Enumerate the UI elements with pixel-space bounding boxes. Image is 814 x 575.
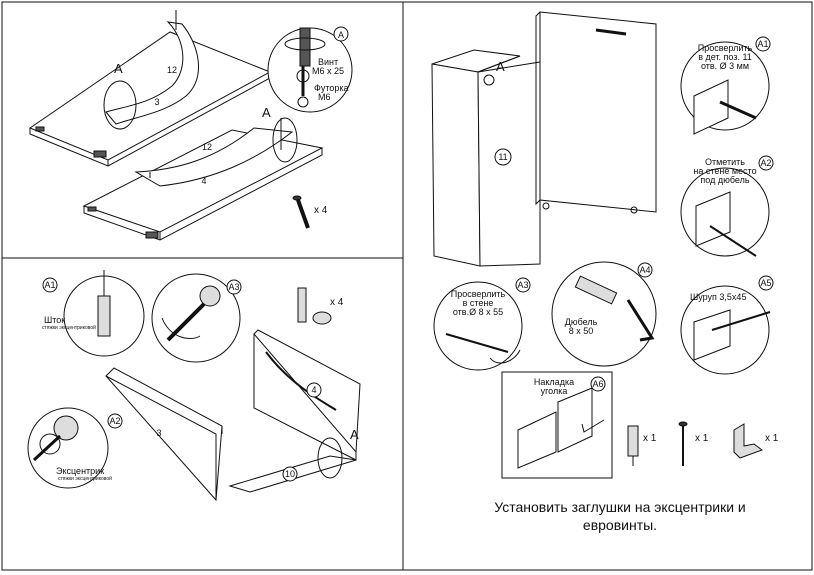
dowel-label-line2: 8 х 50 <box>568 326 594 336</box>
part-number-12-mid: 12 <box>201 142 212 152</box>
drill-wall-line1: Просверлить <box>450 289 506 299</box>
drill-wall-line3: отв.Ø 8 х 55 <box>452 307 504 317</box>
callout-a1-left-badge: A1 <box>44 280 56 290</box>
wood-screw-label: Шуруп 3,5х45 <box>690 292 747 302</box>
callout-a2-left-badge: A2 <box>109 416 121 426</box>
point-a-label-2: A <box>262 105 271 120</box>
panel-3-side <box>105 367 223 502</box>
part-number-11: 11 <box>498 152 508 162</box>
cabinet-door <box>535 11 657 214</box>
point-a-label-right: A <box>496 59 505 74</box>
wood-screw-quantity: x 1 <box>695 433 709 444</box>
screw-quantity: x 4 <box>314 205 328 216</box>
screw-m6-icon <box>292 195 310 229</box>
part-number-12-top: 12 <box>166 65 177 75</box>
drill-part-line2: в дет. поз. 11 <box>698 52 752 62</box>
callout-a-circle <box>267 26 353 113</box>
callout-a3-left <box>151 273 242 363</box>
instruction-line-2: евровинты. <box>582 517 658 533</box>
drill-part-line3: отв. Ø 3 мм <box>700 61 750 71</box>
wood-screw-icon <box>678 421 688 466</box>
callout-a2-left <box>27 407 123 489</box>
panel-4 <box>82 129 324 241</box>
bracket-cover-line1: Накладка <box>533 377 575 387</box>
eccentric-sublabel: стяжки эксцентриковой <box>58 476 112 482</box>
callout-a1-right <box>680 36 771 135</box>
dowel-label-line1: Дюбель <box>564 317 598 327</box>
callout-a4-right <box>551 261 657 367</box>
eccentric-label: Эксцентрик <box>56 466 105 476</box>
point-a-label-3: A <box>350 427 359 442</box>
callout-a5-right-badge: A5 <box>760 278 772 288</box>
nut-size: М6 <box>318 92 331 102</box>
arch-12-top <box>103 10 199 130</box>
part-number-3-side: 3 <box>156 428 162 438</box>
rod-label: Шток <box>44 315 66 325</box>
mark-wall-line2: на стене место <box>693 166 757 176</box>
cabinet-11 <box>431 49 541 267</box>
fitting-quantity: x 4 <box>330 297 344 308</box>
bracket-cover-line2: уголка <box>540 386 568 396</box>
callout-a-badge: A <box>337 30 344 40</box>
callout-a3-left-badge: A3 <box>228 282 240 292</box>
nut-label: Футорка <box>314 83 349 93</box>
dowel-quantity: x 1 <box>643 433 657 444</box>
part-number-10: 10 <box>284 469 295 479</box>
callout-a1-right-badge: A1 <box>757 39 769 49</box>
screw-label: Винт <box>318 57 339 67</box>
callout-a3-right-badge: A3 <box>517 280 529 290</box>
callout-a2-right <box>680 155 774 257</box>
callout-a1-left <box>42 270 145 357</box>
point-a-label: A <box>114 61 123 76</box>
dowel-icon <box>627 425 639 466</box>
arch-12-mid <box>134 117 298 187</box>
rod-sublabel: стяжки эксцентриковой <box>42 325 96 331</box>
panel-4-side <box>253 329 361 461</box>
drill-part-line1: Просверлить <box>697 43 753 53</box>
part-number-3: 3 <box>154 97 160 107</box>
fitting-icon <box>297 287 332 325</box>
callout-a6-right-badge: A6 <box>592 379 604 389</box>
part-number-4-side: 4 <box>311 385 317 395</box>
screw-size: М6 х 25 <box>312 66 345 76</box>
part-number-4: 4 <box>201 176 207 186</box>
drill-wall-line2: в стене <box>462 298 494 308</box>
callout-a5-right <box>680 275 774 375</box>
callout-a2-right-badge: A2 <box>760 158 772 168</box>
mark-wall-line3: под дюбель <box>700 175 750 185</box>
rail-10 <box>228 437 357 493</box>
mark-wall-line1: Отметить <box>705 157 745 167</box>
instruction-line-1: Установить заглушки на эксцентрики и <box>494 499 746 515</box>
corner-bracket-icon <box>733 423 764 459</box>
callout-a3-right <box>433 277 531 371</box>
bracket-quantity: x 1 <box>765 433 779 444</box>
callout-a4-right-badge: A4 <box>639 265 651 275</box>
callout-a6-right <box>501 371 613 479</box>
